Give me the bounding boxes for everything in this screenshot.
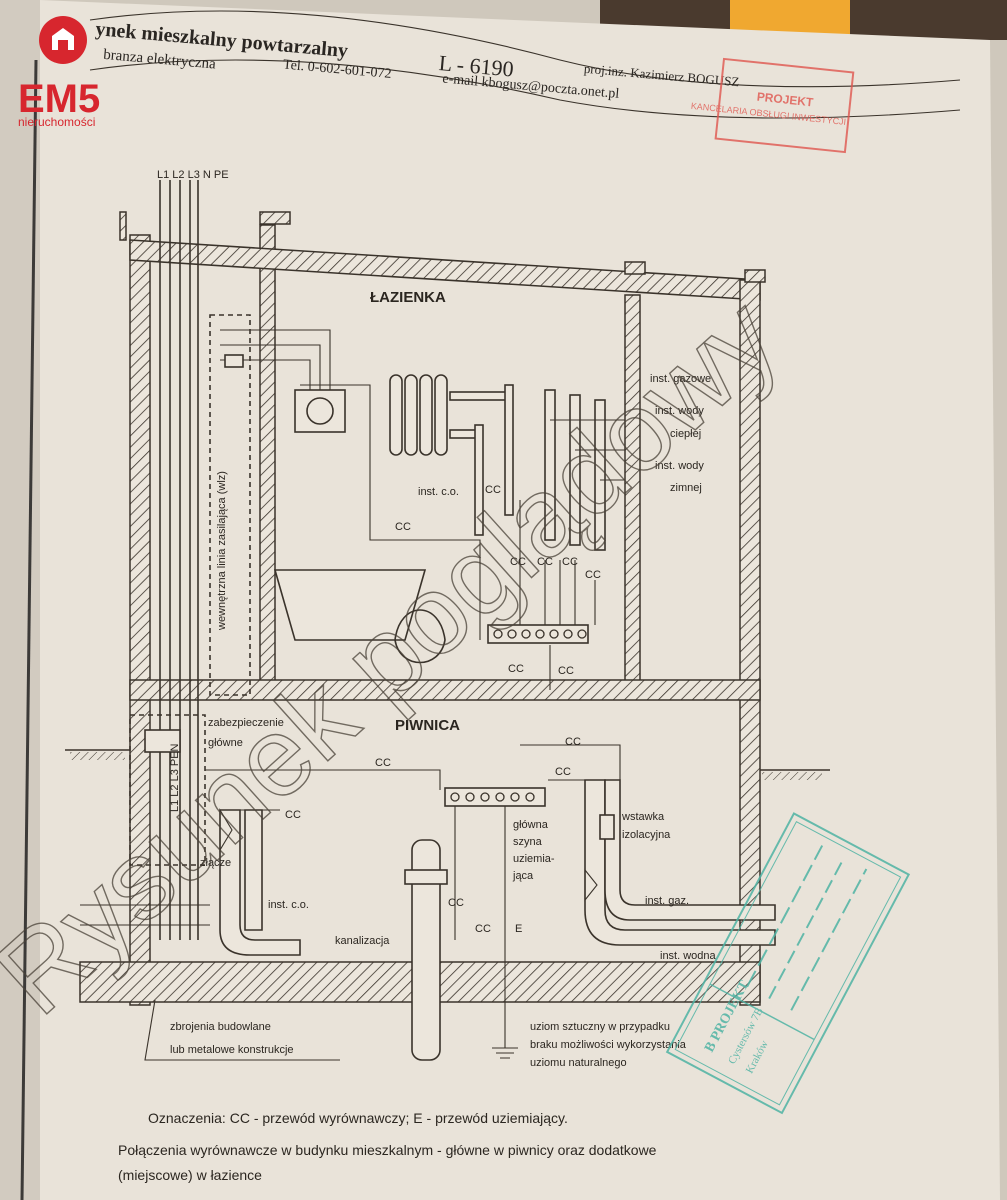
radiator-icon — [389, 374, 514, 536]
label-main-bus-4: jąca — [512, 870, 534, 882]
cc-label: CC — [375, 757, 391, 769]
cc-label: CC — [537, 556, 553, 568]
label-inst-co-bathroom: inst. c.o. — [418, 486, 459, 498]
supply-cables: L1 L2 L3 N PE — [157, 169, 229, 940]
soil-left — [70, 752, 125, 760]
caption-line-2: (miejscowe) w łazience — [118, 1167, 262, 1183]
label-artificial-earth-3: uziomu naturalnego — [530, 1057, 627, 1069]
cc-label: CC — [485, 484, 501, 496]
label-hot-water: inst. wody — [655, 405, 704, 417]
label-hot-water-2: ciepłej — [670, 428, 701, 440]
cc-label: CC — [510, 556, 526, 568]
label-main-protection-2: główne — [208, 737, 243, 749]
cc-label: CC — [508, 663, 524, 675]
label-rebar-2: lub metalowe konstrukcje — [170, 1044, 294, 1056]
soil-right — [762, 772, 822, 780]
footer: Oznaczenia: CC - przewód wyrównawczy; E … — [118, 1110, 657, 1183]
label-insulating: wstawka — [621, 811, 665, 823]
em5-logo: EM5 nieruchomości — [18, 16, 100, 129]
legend-text: Oznaczenia: CC - przewód wyrównawczy; E … — [148, 1110, 568, 1126]
ground-symbol-icon — [492, 1035, 518, 1059]
label-insulating-2: izolacyjna — [622, 829, 671, 841]
room-bathroom: ŁAZIENKA — [370, 289, 446, 306]
gas-pipe — [584, 779, 776, 946]
header-frame — [89, 10, 961, 119]
cc-label: CC — [555, 766, 571, 778]
label-main-bus-3: uziemia- — [513, 853, 555, 865]
trap-icon — [394, 609, 446, 664]
e-label: E — [515, 923, 522, 935]
caption-line-1: Połączenia wyrównawcze w budynku mieszka… — [118, 1142, 657, 1158]
label-pen: L1 L2 L3 PEN — [169, 743, 181, 812]
cc-label: CC — [558, 665, 574, 677]
cable-labels: L1 L2 L3 N PE — [157, 169, 229, 181]
cc-label: CC — [585, 569, 601, 581]
cc-label: CC — [448, 897, 464, 909]
cc-label: CC — [395, 521, 411, 533]
room-basement: PIWNICA — [395, 717, 460, 734]
label-cold-water-2: zimnej — [670, 482, 702, 494]
socket-icon — [294, 389, 346, 433]
building-walls — [79, 211, 766, 1006]
cc-label: CC — [285, 809, 301, 821]
wlz-label: wewnętrzna linia zasilająca (wlz) — [216, 471, 228, 631]
main-bus-bar — [444, 787, 546, 807]
label-inst-co-basement: inst. c.o. — [268, 899, 309, 911]
bathtub-icon — [273, 569, 427, 641]
svg-text:PROJEKT: PROJEKT — [756, 90, 814, 110]
cc-label: CC — [565, 736, 581, 748]
label-gas-inst: inst. gaz. — [645, 895, 689, 907]
svg-text:nieruchomości: nieruchomości — [18, 115, 95, 129]
page-edge — [20, 59, 38, 1200]
diagram-labels: ŁAZIENKA PIWNICA wewnętrzna linia zasila… — [169, 289, 717, 1069]
basement-equipment — [80, 714, 776, 1061]
label-artificial-earth: uziom sztuczny w przypadku — [530, 1021, 670, 1033]
label-rebar: zbrojenia budowlane — [170, 1021, 271, 1033]
svg-text:EM5: EM5 — [18, 77, 100, 121]
cc-label: CC — [562, 556, 578, 568]
bathroom-equipment — [209, 314, 625, 696]
label-main-bus-2: szyna — [513, 836, 543, 848]
label-artificial-earth-2: braku możliwości wykorzystania — [530, 1039, 687, 1051]
label-water-inst: inst. wodna — [660, 950, 717, 962]
sewer-pipe — [411, 839, 441, 1061]
label-sewer: kanalizacja — [335, 935, 390, 947]
label-main-bus: główna — [513, 819, 549, 831]
cc-label: CC — [475, 923, 491, 935]
house-icon — [52, 28, 74, 50]
label-cold-water: inst. wody — [655, 460, 704, 472]
label-gas: inst. gazowe — [650, 373, 711, 385]
label-main-protection: zabezpieczenie — [208, 717, 284, 729]
label-connector: złącze — [200, 857, 231, 869]
